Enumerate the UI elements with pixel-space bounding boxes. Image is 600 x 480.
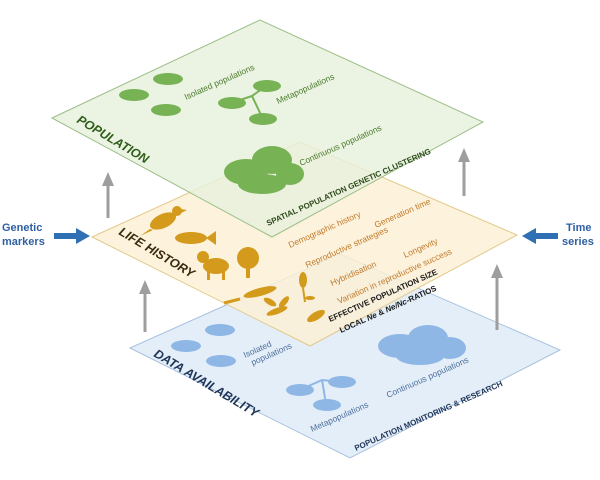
- genetic-markers-input: Genetic markers: [2, 222, 90, 248]
- fish-icon: [175, 231, 216, 245]
- metapopulation-blob: [328, 376, 356, 388]
- time-series-label: Time series: [562, 222, 595, 248]
- isolated-population-blob: [119, 89, 149, 101]
- metapopulation-blob: [286, 384, 314, 396]
- left-arrow-icon: [522, 228, 558, 244]
- isolated-population-blob: [205, 324, 235, 336]
- genetic-markers-label: Genetic markers: [2, 222, 45, 248]
- right-arrow-icon: [54, 228, 90, 244]
- bird-icon: [140, 206, 187, 236]
- flower-icon: [299, 272, 315, 303]
- tree-icon: [237, 247, 259, 278]
- time-series-input: Time series: [522, 222, 595, 248]
- isolated-population-blob: [153, 73, 183, 85]
- shrimp-icon: [307, 309, 325, 323]
- metapopulation-network: [218, 80, 281, 125]
- up-arrow-icon: [491, 264, 503, 330]
- insect-icon: [263, 296, 290, 316]
- up-arrow-icon: [102, 172, 114, 218]
- metapopulation-blob: [218, 97, 246, 109]
- ram-icon: [197, 251, 229, 280]
- continuous-population-cloud: [224, 146, 304, 194]
- isolated-population-blob: [171, 340, 201, 352]
- continuous-population-cloud: [378, 325, 466, 365]
- vertical-arrows: [102, 148, 503, 332]
- isolated-population-blob: [151, 104, 181, 116]
- metapopulation-blob: [313, 399, 341, 411]
- up-arrow-icon: [458, 148, 470, 196]
- metapopulation-network: [286, 376, 356, 411]
- metapopulation-blob: [253, 80, 281, 92]
- metapopulation-blob: [249, 113, 277, 125]
- isolated-population-blob: [206, 355, 236, 367]
- salamander-icon: [223, 286, 277, 305]
- up-arrow-icon: [139, 280, 151, 332]
